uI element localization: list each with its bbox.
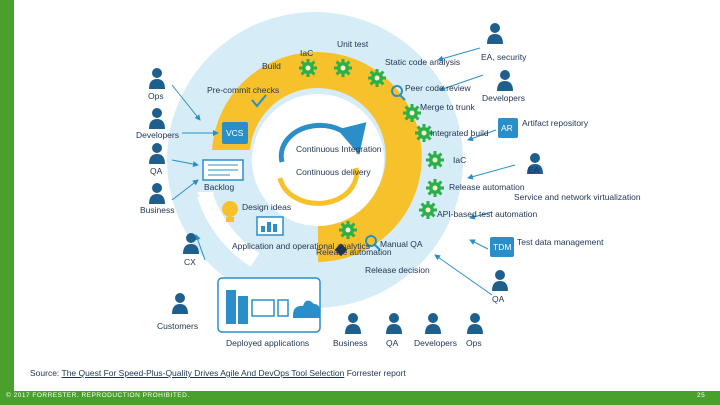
bottom-role-business: Business (333, 338, 368, 348)
left-role-developers: Developers (136, 130, 179, 140)
iac-right-label: IaC (453, 155, 467, 165)
deployed-applications-label: Deployed applications (226, 338, 310, 348)
precommit-label: Pre-commit checks (207, 85, 280, 95)
bottom-role-ops: Ops (466, 338, 482, 348)
footer-bar: © 2017 FORRESTER. REPRODUCTION PROHIBITE… (0, 391, 720, 405)
ea-security-label: EA, security (481, 52, 527, 62)
source-citation: Source: The Quest For Speed-Plus-Quality… (30, 368, 406, 378)
devops-cycle-diagram (149, 12, 543, 334)
app-analytics-label: Application and operational analytics (232, 241, 370, 251)
merge-label: Merge to trunk (420, 102, 475, 112)
service-virt-label: Service and network virtualization (514, 192, 641, 202)
copyright-text: © 2017 FORRESTER. REPRODUCTION PROHIBITE… (6, 392, 190, 399)
right-qa-label: QA (492, 294, 505, 304)
static-code-label: Static code analysis (385, 57, 461, 67)
customers-label: Customers (157, 321, 199, 331)
page-number: 25 (697, 392, 706, 399)
ar-badge: AR (501, 123, 513, 133)
right-developers-label: Developers (482, 93, 525, 103)
release-automation-right-label: Release automation (449, 182, 525, 192)
vcs-label: VCS (226, 128, 244, 138)
source-report-link[interactable]: The Quest For Speed-Plus-Quality Drives … (61, 368, 345, 378)
manual-qa-label: Manual QA (380, 239, 423, 249)
bottom-role-developers: Developers (414, 338, 457, 348)
build-label: Build (262, 61, 281, 71)
release-automation-bottom-label: Release automation (316, 247, 392, 257)
bottom-role-qa: QA (386, 338, 399, 348)
integrated-build-label: Integrated build (430, 128, 489, 138)
cx-label: CX (184, 257, 196, 267)
design-ideas-label: Design ideas (242, 202, 292, 212)
continuous-delivery-label: Continuous delivery (296, 167, 371, 177)
source-suffix: Forrester report (344, 368, 406, 378)
tdm-badge: TDM (493, 242, 512, 252)
iac-top-label: IaC (300, 48, 314, 58)
backlog-label: Backlog (204, 182, 235, 192)
release-decision-label: Release decision (365, 265, 430, 275)
test-data-label: Test data management (517, 237, 604, 247)
left-role-qa: QA (150, 166, 163, 176)
left-role-business: Business (140, 205, 175, 215)
left-accent-bar (0, 0, 14, 405)
peer-review-label: Peer code review (405, 83, 471, 93)
ea-label: EA (528, 165, 540, 175)
api-test-label: API-based test automation (437, 209, 538, 219)
continuous-integration-label: Continuous Integration (296, 144, 382, 154)
left-role-ops: Ops (148, 91, 164, 101)
source-prefix: Source: (30, 368, 62, 378)
unit-test-label: Unit test (337, 39, 369, 49)
artifact-repo-label: Artifact repository (522, 118, 589, 128)
